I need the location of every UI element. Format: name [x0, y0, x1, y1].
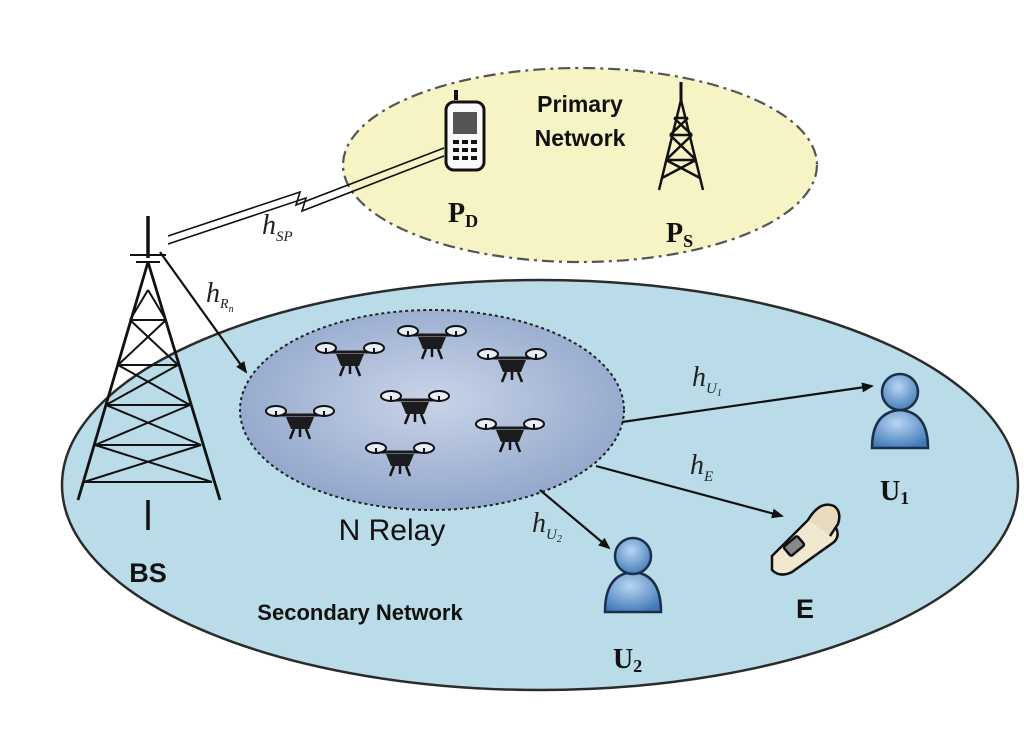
drone-icon [265, 405, 335, 440]
channel-label-h-sp: hSP [262, 210, 293, 245]
eavesdropper-label: E [796, 594, 814, 624]
link-bs-to-relay [159, 251, 248, 374]
primary-network-title-line2: Network [535, 125, 626, 151]
interference-link [167, 147, 445, 245]
channel-label-h-e: hE [690, 450, 713, 485]
eavesdropper-phone-icon [770, 503, 841, 576]
relay-cluster [239, 309, 625, 511]
user-u1-label: U1 [880, 476, 909, 508]
base-station-tower-icon [76, 216, 222, 530]
drone-icon [380, 390, 450, 425]
svg-text:hU1: hU1 [692, 362, 722, 399]
svg-text:hSP: hSP [262, 210, 293, 245]
svg-text:U1: U1 [880, 476, 909, 508]
drone-icon [365, 442, 435, 477]
drone-icon [397, 325, 467, 360]
svg-text:hE: hE [690, 450, 713, 485]
primary-destination-label: PD [448, 198, 478, 231]
link-relay-to-e [595, 464, 784, 519]
mobile-phone-icon [444, 90, 486, 172]
primary-source-label: PS [666, 218, 693, 251]
relay-drones [265, 325, 547, 477]
primary-tower-icon [657, 82, 705, 191]
channel-label-h-rn: hRn [206, 278, 234, 315]
drone-icon [315, 342, 385, 377]
base-station-label: BS [129, 558, 167, 588]
channel-label-h-u2: hU2 [532, 508, 562, 545]
link-relay-to-u2 [539, 489, 611, 550]
relay-label: N Relay [339, 514, 446, 547]
drone-icon [475, 418, 545, 453]
svg-text:hU2: hU2 [532, 508, 562, 545]
svg-text:PD: PD [448, 198, 478, 231]
link-relay-to-u1 [621, 382, 874, 424]
user-u2-icon [603, 536, 663, 614]
user-u2-label: U2 [613, 644, 642, 676]
drone-icon [477, 348, 547, 383]
channel-label-h-u1: hU1 [692, 362, 722, 399]
user-u1-icon [870, 372, 930, 450]
primary-network-title-line1: Primary [537, 91, 623, 117]
svg-text:U2: U2 [613, 644, 642, 676]
secondary-network-title: Secondary Network [257, 600, 463, 625]
svg-text:PS: PS [666, 218, 693, 251]
svg-text:hRn: hRn [206, 278, 234, 315]
